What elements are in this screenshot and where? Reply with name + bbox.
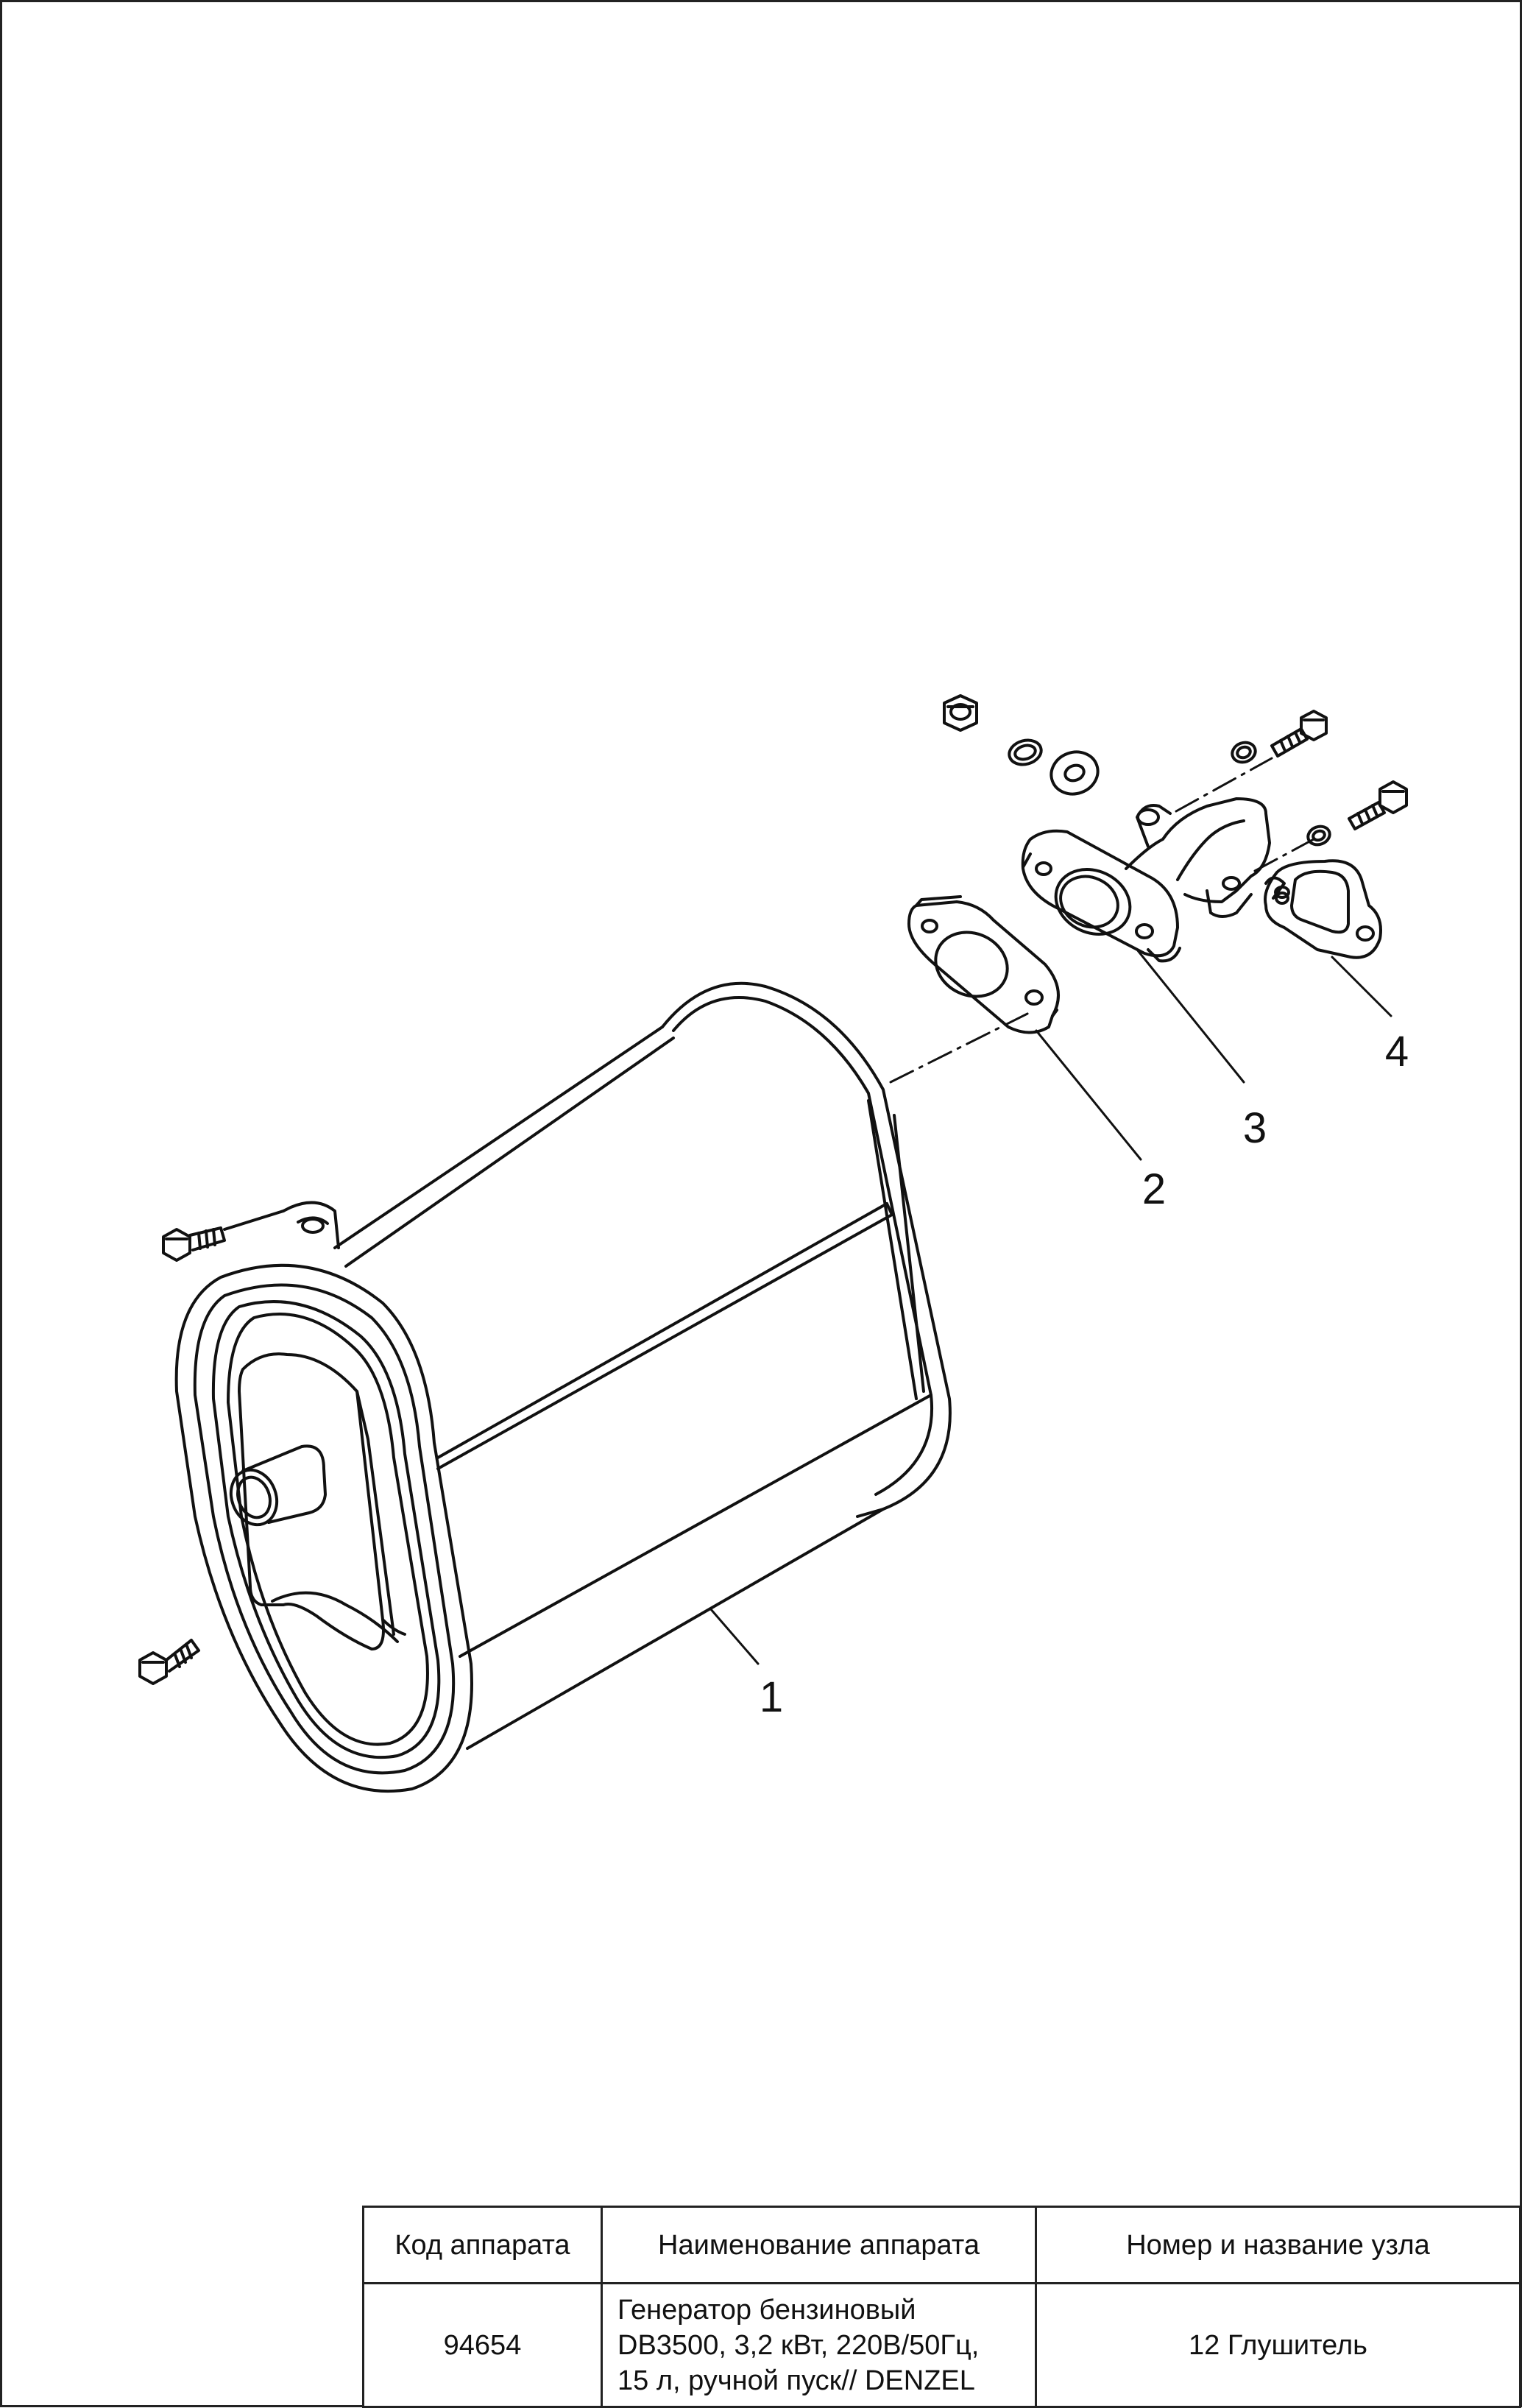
muffler bbox=[174, 981, 952, 1793]
spring-washer bbox=[1008, 738, 1043, 766]
callout-2: 2 bbox=[1142, 1165, 1166, 1213]
muffler-far-rim bbox=[661, 981, 952, 1518]
muffler-end-cap bbox=[238, 1352, 406, 1650]
muffler-near-rim bbox=[174, 1263, 473, 1793]
bolt-upper-right bbox=[1270, 710, 1328, 758]
gasket-manifold bbox=[1264, 859, 1382, 959]
header-code: Код аппарата bbox=[362, 2206, 603, 2284]
callout-3: 3 bbox=[1243, 1104, 1267, 1152]
device-name-line: 15 л, ручной пуск// DENZEL bbox=[617, 2365, 975, 2396]
header-name: Наименование аппарата bbox=[601, 2206, 1037, 2284]
device-name-line: DB3500, 3,2 кВт, 220В/50Гц, bbox=[617, 2329, 980, 2361]
gasket bbox=[907, 895, 1060, 1034]
assembly-axes bbox=[889, 757, 1315, 1084]
header-node: Номер и название узла bbox=[1035, 2206, 1521, 2284]
title-block: Код аппарата Наименование аппарата Номер… bbox=[362, 2206, 1521, 2408]
muffler-outlet-pipe bbox=[229, 1444, 327, 1527]
bolt-upper-left bbox=[162, 1210, 285, 1262]
device-name-line: Генератор бензиновый bbox=[617, 2294, 916, 2326]
device-name: Генератор бензиновый DB3500, 3,2 кВт, 22… bbox=[601, 2282, 1037, 2408]
node-name: 12 Глушитель bbox=[1035, 2282, 1521, 2408]
exploded-view-drawing: 1 2 3 4 bbox=[138, 694, 1409, 1793]
spring-washer-upper bbox=[1231, 741, 1257, 764]
muffler-bracket bbox=[282, 1201, 340, 1249]
nut bbox=[943, 694, 978, 732]
spring-washer-right bbox=[1306, 825, 1331, 847]
bolt-lower-left bbox=[138, 1639, 200, 1685]
muffler-body bbox=[333, 1025, 932, 1750]
callout-1: 1 bbox=[760, 1673, 783, 1721]
callout-4: 4 bbox=[1385, 1028, 1409, 1076]
leader-lines bbox=[709, 948, 1392, 1665]
flat-washer bbox=[1050, 750, 1100, 796]
exhaust-pipe bbox=[1021, 797, 1290, 963]
bolt-right bbox=[1348, 780, 1408, 830]
device-code: 94654 bbox=[362, 2282, 603, 2408]
